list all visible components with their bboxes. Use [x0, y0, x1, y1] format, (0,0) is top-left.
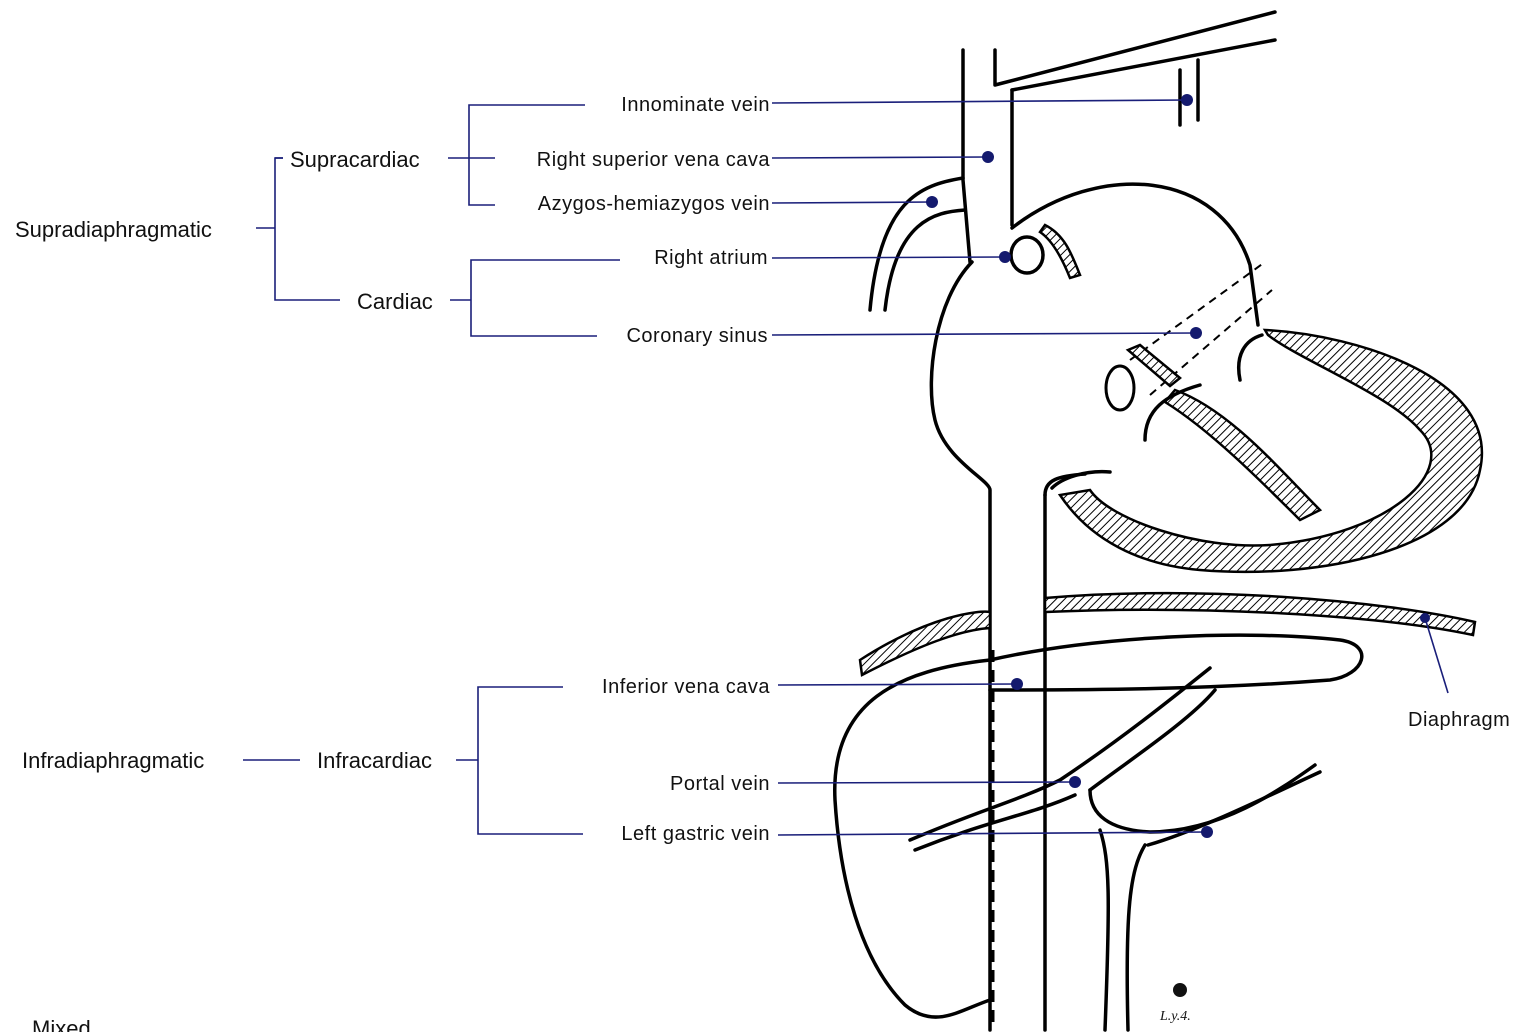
- label-diaphragm: Diaphragm: [1408, 709, 1510, 731]
- marker-diaphragm: [1420, 613, 1430, 623]
- label-mixed: Mixed: [32, 1016, 91, 1032]
- label-right-svc: Right superior vena cava: [537, 149, 771, 171]
- marker-azygos: [926, 196, 938, 208]
- diaphragm-band: [860, 593, 1475, 675]
- label-azygos: Azygos-hemiazygos vein: [538, 193, 770, 215]
- label-left-gastric-vein: Left gastric vein: [621, 823, 770, 845]
- label-innominate-vein: Innominate vein: [621, 94, 770, 116]
- label-right-atrium: Right atrium: [654, 247, 768, 269]
- label-cardiac: Cardiac: [357, 289, 433, 314]
- ivc-dashed: [993, 650, 1045, 1030]
- portal-vein-drawing: [910, 668, 1320, 1030]
- innominate-vein-drawing: [995, 12, 1275, 125]
- liver-outline: [835, 635, 1362, 1017]
- marker-coronary-sinus: [1190, 327, 1202, 339]
- signature: L.y.4.: [1159, 1009, 1191, 1024]
- marker-right-svc: [982, 151, 994, 163]
- marker-ivc: [1011, 678, 1023, 690]
- marker-innominate-vein: [1181, 94, 1193, 106]
- marker-right-atrium: [999, 251, 1011, 263]
- label-portal-vein: Portal vein: [670, 773, 770, 795]
- label-ivc: Inferior vena cava: [602, 676, 770, 698]
- label-infradiaphragmatic: Infradiaphragmatic: [22, 748, 204, 773]
- label-supradiaphragmatic: Supradiaphragmatic: [15, 217, 212, 242]
- label-supracardiac: Supracardiac: [290, 147, 420, 172]
- label-coronary-sinus: Coronary sinus: [626, 325, 768, 347]
- marker-left-gastric-vein: [1201, 826, 1213, 838]
- label-infracardiac: Infracardiac: [317, 748, 432, 773]
- anatomy-drawing: [835, 12, 1482, 1030]
- marker-portal-vein: [1069, 776, 1081, 788]
- ink-blot: [1173, 983, 1187, 997]
